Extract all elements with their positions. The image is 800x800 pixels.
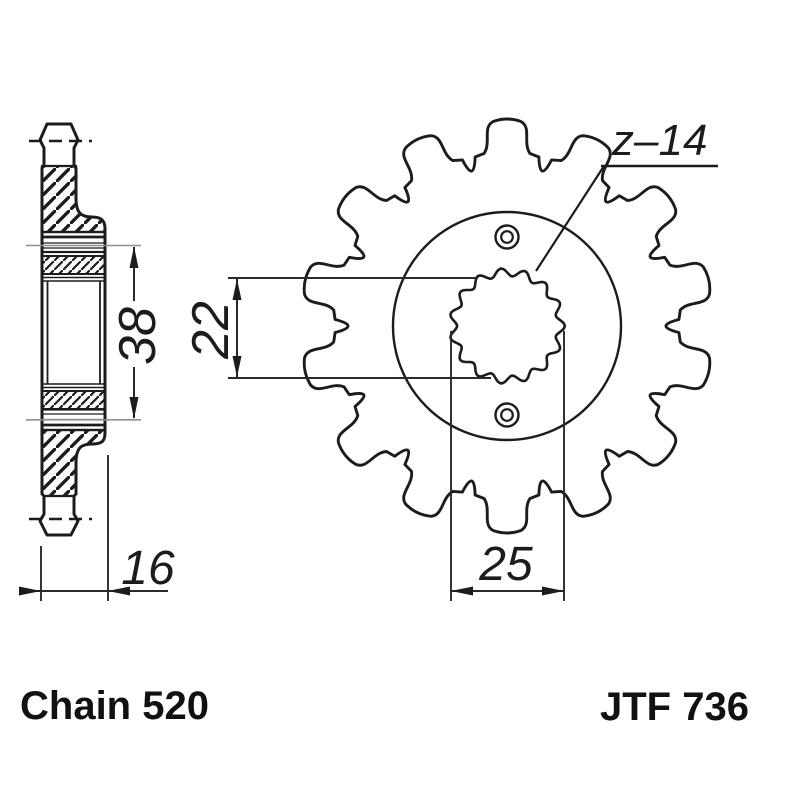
mount-hole-bottom-inner (500, 408, 514, 422)
part-number-label: JTF 736 (600, 685, 749, 729)
dim-38-value: 38 (109, 307, 167, 365)
bore-walls (40, 281, 107, 384)
dim-25-arrow-right (542, 586, 564, 596)
spline-bore-outline (449, 267, 566, 385)
sprocket-teeth-outline (302, 117, 712, 535)
mount-hole-top-inner (500, 230, 514, 244)
dim-16-arrow-left (19, 586, 41, 596)
dim-16-arrow-right (108, 586, 130, 596)
dim-25-value: 25 (478, 538, 533, 591)
dimension-16: 16 (19, 455, 175, 601)
dim-22-value: 22 (182, 301, 240, 360)
side-view (29, 122, 107, 537)
dim-25-arrow-left (451, 586, 473, 596)
mount-hole-top-outer (494, 224, 520, 250)
lower-hatch-band (41, 390, 106, 410)
dim-22-arrow-up (232, 279, 242, 300)
front-view (302, 117, 712, 535)
dimension-38: 38 (26, 244, 167, 421)
teeth-count-leader (535, 165, 605, 272)
upper-hatch-band (41, 255, 106, 275)
hub-inner-circle (391, 210, 623, 442)
teeth-count-label: z–14 (611, 116, 707, 165)
mount-hole-bottom-outer (494, 402, 520, 428)
dimension-25: 25 (450, 331, 565, 601)
teeth-count-callout: z–14 (535, 116, 718, 272)
hatch-lower-body (40, 428, 107, 498)
dim-38-arrow-up (129, 246, 139, 268)
chain-size-label: Chain 520 (20, 684, 209, 728)
dim-38-arrow-down (129, 397, 139, 419)
dimension-22: 22 (182, 277, 491, 379)
upper-seat-band (40, 230, 107, 254)
dim-22-arrow-down (232, 356, 242, 377)
hatch-upper-body (40, 164, 107, 234)
dim-16-value: 16 (121, 542, 175, 595)
